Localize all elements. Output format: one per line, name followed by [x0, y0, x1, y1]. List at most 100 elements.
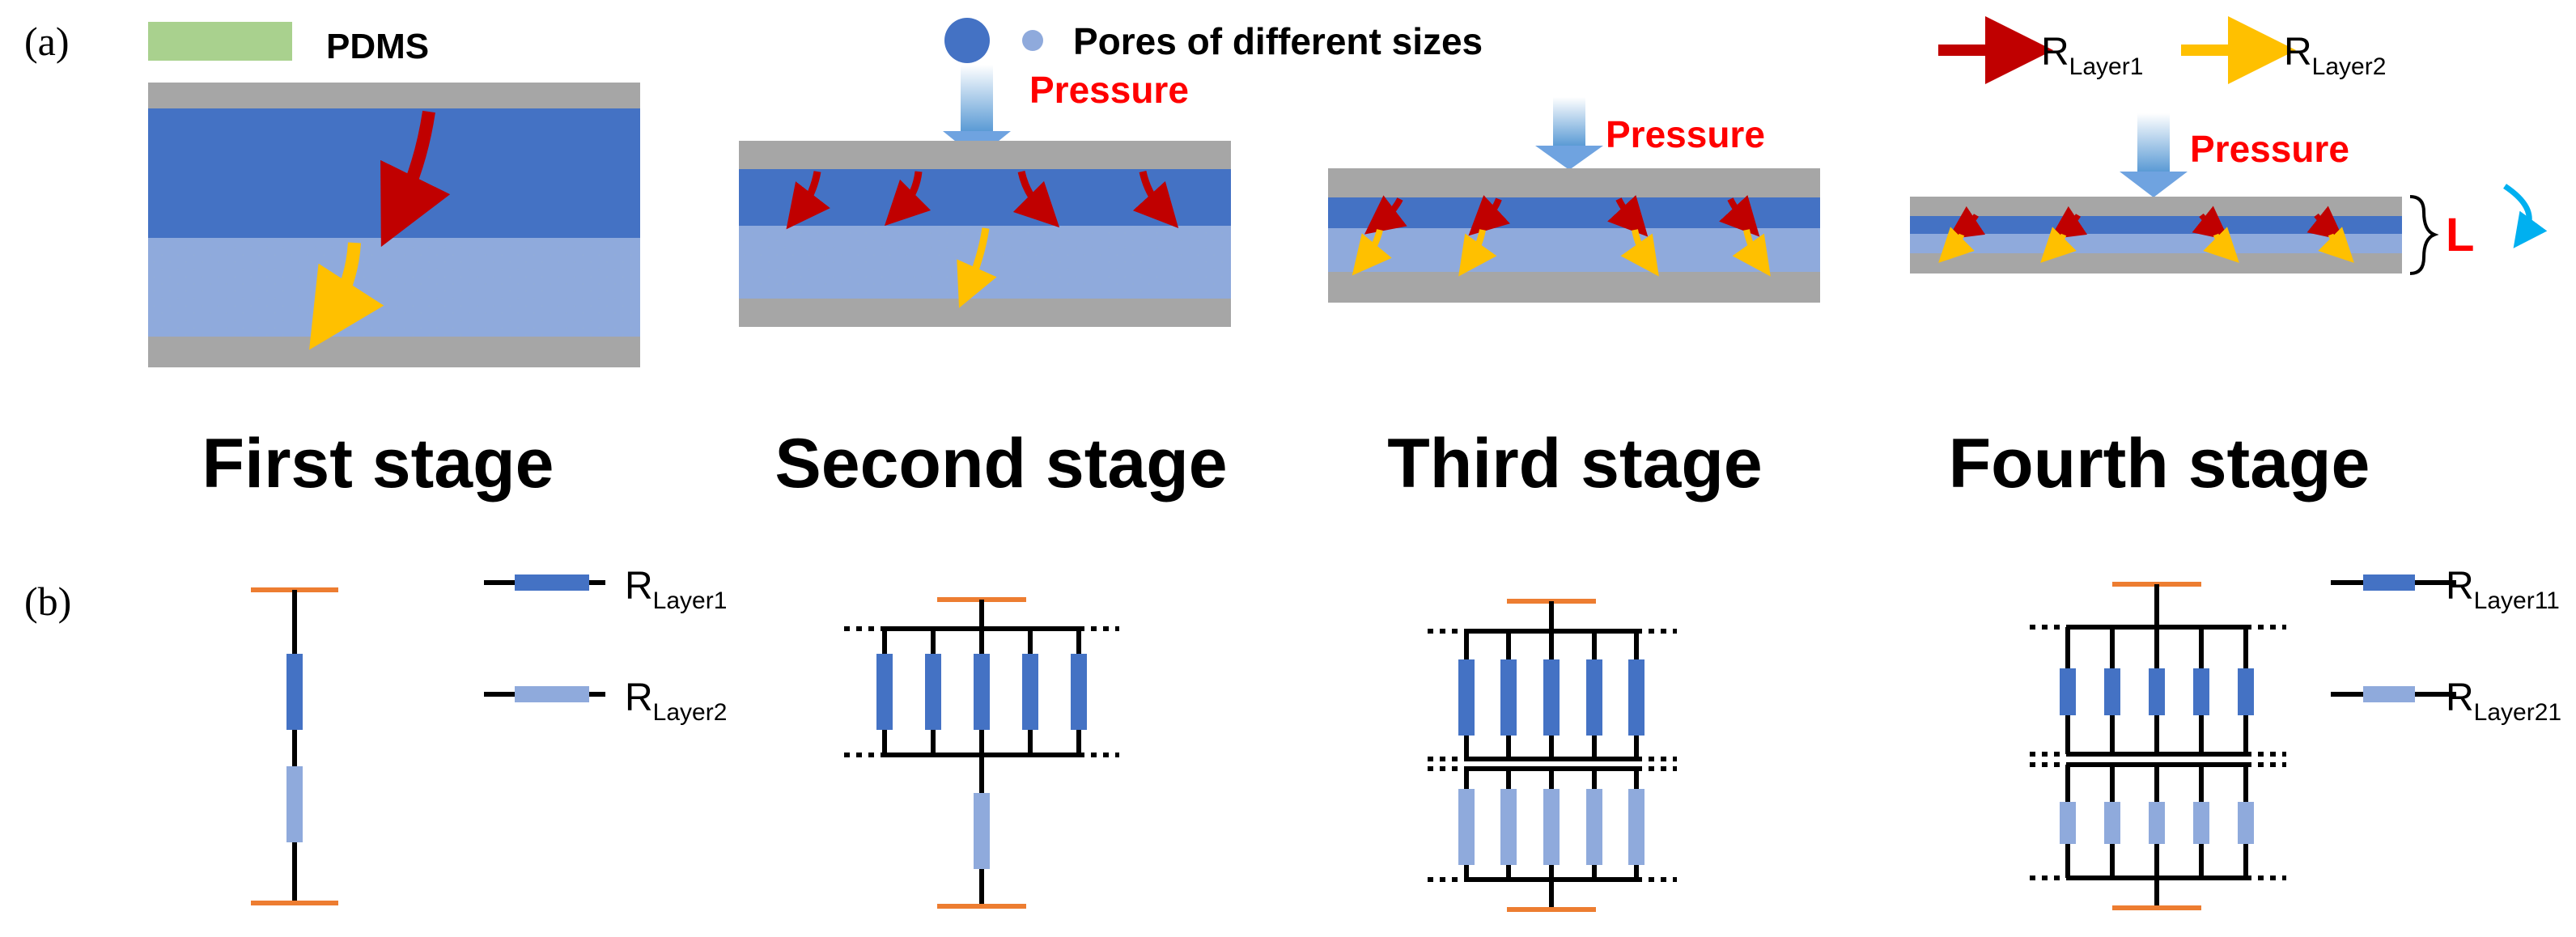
bottom-substrate: [1328, 272, 1820, 303]
red-current-arrow: [1364, 195, 1407, 235]
resistor-legend-layer2: [515, 686, 589, 702]
red-current-arrow: [1012, 170, 1060, 228]
resistor-layer2: [1458, 789, 1475, 865]
resistor-layer1: [1586, 659, 1602, 736]
rotate-icon: [2503, 184, 2548, 248]
resistor-layer1: [925, 654, 941, 730]
pressure-label-3: Pressure: [1606, 113, 1765, 155]
bottom-substrate: [148, 337, 640, 367]
red-current-arrow: [884, 171, 932, 227]
pressure-arrow-body: [1553, 97, 1585, 146]
resistor-layer1: [1458, 659, 1475, 736]
yellow-current-arrow: [1620, 229, 1659, 277]
yellow-current-arrow: [1732, 229, 1771, 277]
pressure-arrow-body: [2137, 113, 2170, 172]
resistor-layer1: [286, 654, 303, 730]
stage-3-sensor: Pressure: [1328, 97, 1820, 303]
resistor-layer1: [1543, 659, 1560, 736]
circuit-stage-2: [844, 597, 1119, 909]
circuit-stage-1: [251, 587, 338, 905]
top-substrate: [1328, 168, 1820, 197]
r-layer1-label: RLayer1: [625, 565, 727, 614]
resistor-legend-layer21: [2363, 686, 2415, 702]
pressure-arrow-head: [1535, 146, 1603, 170]
small-pore-legend-icon: [1022, 30, 1043, 51]
resistor-layer2: [1628, 789, 1644, 865]
red-current-arrow: [786, 171, 830, 230]
red-current-arrow: [1468, 195, 1510, 236]
circuit-legend-right: RLayer11 RLayer21: [2331, 565, 2561, 726]
stage-2-sensor: Pressure: [739, 65, 1231, 327]
small-pore-layer: [148, 238, 640, 337]
thickness-brace: [2409, 195, 2439, 275]
resistor-layer2: [974, 793, 990, 869]
resistor-layer21: [2060, 802, 2076, 844]
r-layer21-label: RLayer21: [2446, 676, 2561, 726]
large-pore-layer: [148, 108, 640, 238]
resistor-layer2: [286, 766, 303, 842]
red-current-arrow: [1607, 195, 1649, 237]
bottom-substrate: [1910, 253, 2402, 273]
top-substrate: [1910, 197, 2402, 216]
resistor-layer1: [1071, 654, 1087, 730]
resistor-layer2: [1543, 789, 1560, 865]
pdms-legend-label: PDMS: [326, 27, 429, 66]
yellow-current-arrow: [1938, 227, 1975, 263]
red-current-arrow: [1719, 195, 1760, 237]
resistor-layer2: [1586, 789, 1602, 865]
stage-title-3: Third stage: [1387, 425, 1763, 502]
top-substrate: [148, 83, 640, 108]
pressure-label-2: Pressure: [1029, 69, 1189, 111]
resistor-layer11: [2149, 668, 2165, 715]
pores-legend-label: Pores of different sizes: [1073, 20, 1483, 62]
pressure-arrow-body: [961, 65, 993, 131]
stage-title-2: Second stage: [774, 425, 1227, 502]
resistor-layer11: [2104, 668, 2120, 715]
resistor-layer1: [1628, 659, 1644, 736]
resistor-layer21: [2149, 802, 2165, 844]
circuit-stage-3: [1428, 599, 1677, 912]
resistor-layer1: [974, 654, 990, 730]
stage-1-sensor: [148, 83, 640, 367]
yellow-current-arrow: [2318, 227, 2354, 263]
pdms-legend-swatch: [148, 22, 292, 61]
resistor-layer2: [1500, 789, 1517, 865]
circuit-stage-4: [2030, 582, 2286, 910]
red-current-arrow: [1132, 170, 1179, 228]
resistor-layer21: [2104, 802, 2120, 844]
red-current-arrow: [380, 110, 451, 248]
small-pore-layer: [1910, 234, 2402, 253]
top-substrate: [739, 141, 1231, 169]
pressure-label-4: Pressure: [2190, 128, 2349, 170]
circuit-legend-left: RLayer1 RLayer2: [484, 565, 727, 726]
yellow-current-arrow: [2040, 227, 2077, 263]
bottom-substrate: [739, 299, 1231, 327]
stage-title-1: First stage: [202, 425, 554, 502]
resistor-layer11: [2193, 668, 2209, 715]
resistor-layer1: [1022, 654, 1038, 730]
resistor-layer21: [2193, 802, 2209, 844]
resistor-layer21: [2238, 802, 2254, 844]
resistor-legend-layer11: [2363, 574, 2415, 591]
panel-label-a: (a): [24, 19, 70, 64]
large-pore-legend-icon: [944, 18, 990, 63]
r-layer2-label: RLayer2: [625, 676, 727, 726]
yellow-current-arrow: [1458, 229, 1497, 277]
thickness-label: L: [2446, 209, 2474, 261]
stage-title-4: Fourth stage: [1949, 425, 2370, 502]
stage-4-sensor: Pressure L: [1910, 113, 2548, 275]
yellow-current-arrow: [1352, 229, 1392, 276]
resistor-layer11: [2060, 668, 2076, 715]
r-layer1-legend-label: RLayer1: [2041, 31, 2143, 80]
yellow-current-arrow: [2203, 227, 2239, 263]
pressure-arrow-head: [2120, 172, 2188, 197]
large-pore-layer: [1910, 216, 2402, 234]
resistor-legend-layer1: [515, 574, 589, 591]
r-layer2-legend-label: RLayer2: [2284, 31, 2386, 80]
resistor-layer1: [876, 654, 893, 730]
resistor-layer1: [1500, 659, 1517, 736]
yellow-current-arrow: [309, 242, 384, 350]
panel-label-b: (b): [24, 579, 71, 624]
r-layer11-label: RLayer11: [2446, 565, 2560, 614]
